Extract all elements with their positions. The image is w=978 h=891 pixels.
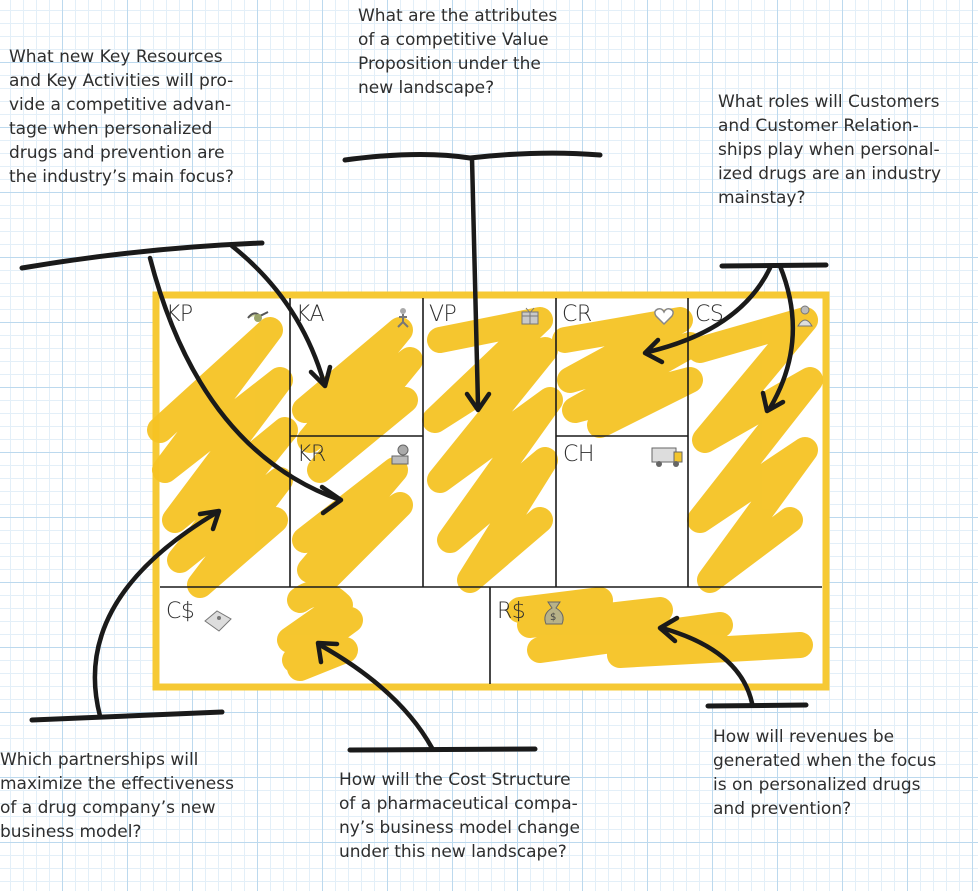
block-label-cost: C$: [166, 599, 194, 624]
block-label-kp: KP: [166, 302, 193, 327]
bar-partnerships: [32, 712, 222, 720]
handshake-icon: [246, 306, 270, 330]
block-label-vp: VP: [429, 302, 456, 327]
money-bag-icon: $: [538, 596, 570, 632]
heart-icon: [652, 306, 676, 330]
worker-icon: [393, 306, 415, 332]
bar-customers: [722, 265, 826, 266]
block-label-cs: CS: [695, 302, 723, 327]
block-label-kr: KR: [297, 442, 326, 467]
block-label-rev: R$: [497, 599, 525, 624]
resource-icon: [388, 442, 414, 472]
person-icon: [795, 304, 817, 332]
block-label-cr: CR: [562, 302, 592, 327]
bar-cost-structure: [350, 749, 535, 750]
block-label-ch: CH: [563, 442, 594, 467]
bar-key-resources: [22, 243, 262, 268]
svg-text:$: $: [550, 612, 556, 623]
gift-icon: [518, 304, 542, 330]
price-tag-icon: [203, 609, 233, 637]
block-label-ka: KA: [296, 302, 324, 327]
bar-revenues: [708, 705, 806, 706]
truck-icon: [650, 442, 686, 472]
